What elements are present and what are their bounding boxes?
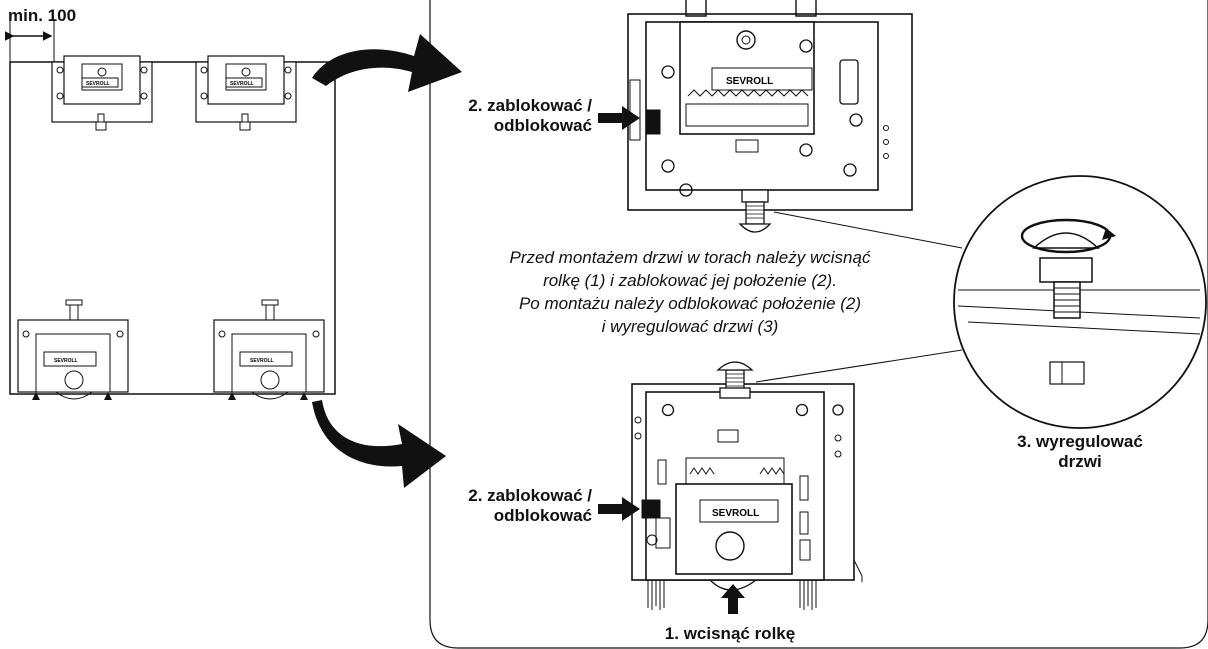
pointer-arrow-bottom [598, 497, 640, 521]
brand-mark-small: SEVROLL [86, 81, 110, 87]
brand-mark-small: SEVROLL [54, 358, 78, 364]
lock-unlock-label-bottom: 2. zablokować / odblokować [432, 486, 592, 526]
curved-arrow-top [312, 34, 462, 92]
top-hanger-left: SEVROLL [51, 55, 153, 131]
door-panel [9, 61, 336, 395]
press-roller-label: 1. wcisnąć rolkę [664, 624, 796, 643]
instruction-line-1: Przed montażem drzwi w torach należy wci… [509, 248, 871, 267]
instruction-line-4: i wyregulować drzwi (3) [601, 317, 779, 336]
bottom-roller-left: SEVROLL [17, 299, 129, 400]
min-distance-label: min. 100 [8, 6, 77, 25]
brand-mark-large: SEVROLL [712, 508, 759, 519]
min-distance-dimension [5, 20, 55, 62]
instruction-line-2: rolkę (1) i zablokować jej położenie (2)… [543, 271, 837, 290]
brand-mark-small: SEVROLL [250, 358, 274, 364]
curved-arrow-bottom [312, 400, 446, 488]
adjustment-zoom [755, 175, 1207, 429]
lock-unlock-label-bottom-line1: 2. zablokować / [468, 486, 592, 505]
hanger-detail-top: SEVROLL [627, 0, 913, 233]
lock-slider-bottom [641, 499, 661, 519]
bottom-roller-right: SEVROLL [213, 299, 325, 400]
brand-mark-small: SEVROLL [230, 81, 254, 87]
press-roller-arrow [721, 584, 745, 614]
lock-unlock-label-top: 2. zablokować / odblokować [432, 96, 592, 136]
lock-unlock-label-top-line1: 2. zablokować / [468, 96, 592, 115]
pointer-arrow-top [598, 106, 640, 130]
detail-panel-frame [429, 0, 1208, 649]
instruction-line-3: Po montażu należy odblokować położenie (… [518, 294, 862, 313]
lock-unlock-label-bottom-line2: odblokować [493, 506, 592, 525]
instruction-note: Przed montażem drzwi w torach należy wci… [440, 246, 940, 338]
door-overview: SEVROLL SEVROLL SEVROL [5, 20, 336, 400]
lock-unlock-label-top-line2: odblokować [493, 116, 592, 135]
adjust-door-label-line2: drzwi [1058, 452, 1102, 471]
brand-mark-large: SEVROLL [726, 76, 773, 87]
adjust-door-label: 3. wyregulować drzwi [990, 432, 1170, 472]
roller-detail-bottom: SEVROLL [631, 361, 863, 610]
adjust-door-label-line1: 3. wyregulować [1017, 432, 1143, 451]
lock-slider-top [645, 109, 661, 135]
top-hanger-right: SEVROLL [195, 55, 297, 131]
